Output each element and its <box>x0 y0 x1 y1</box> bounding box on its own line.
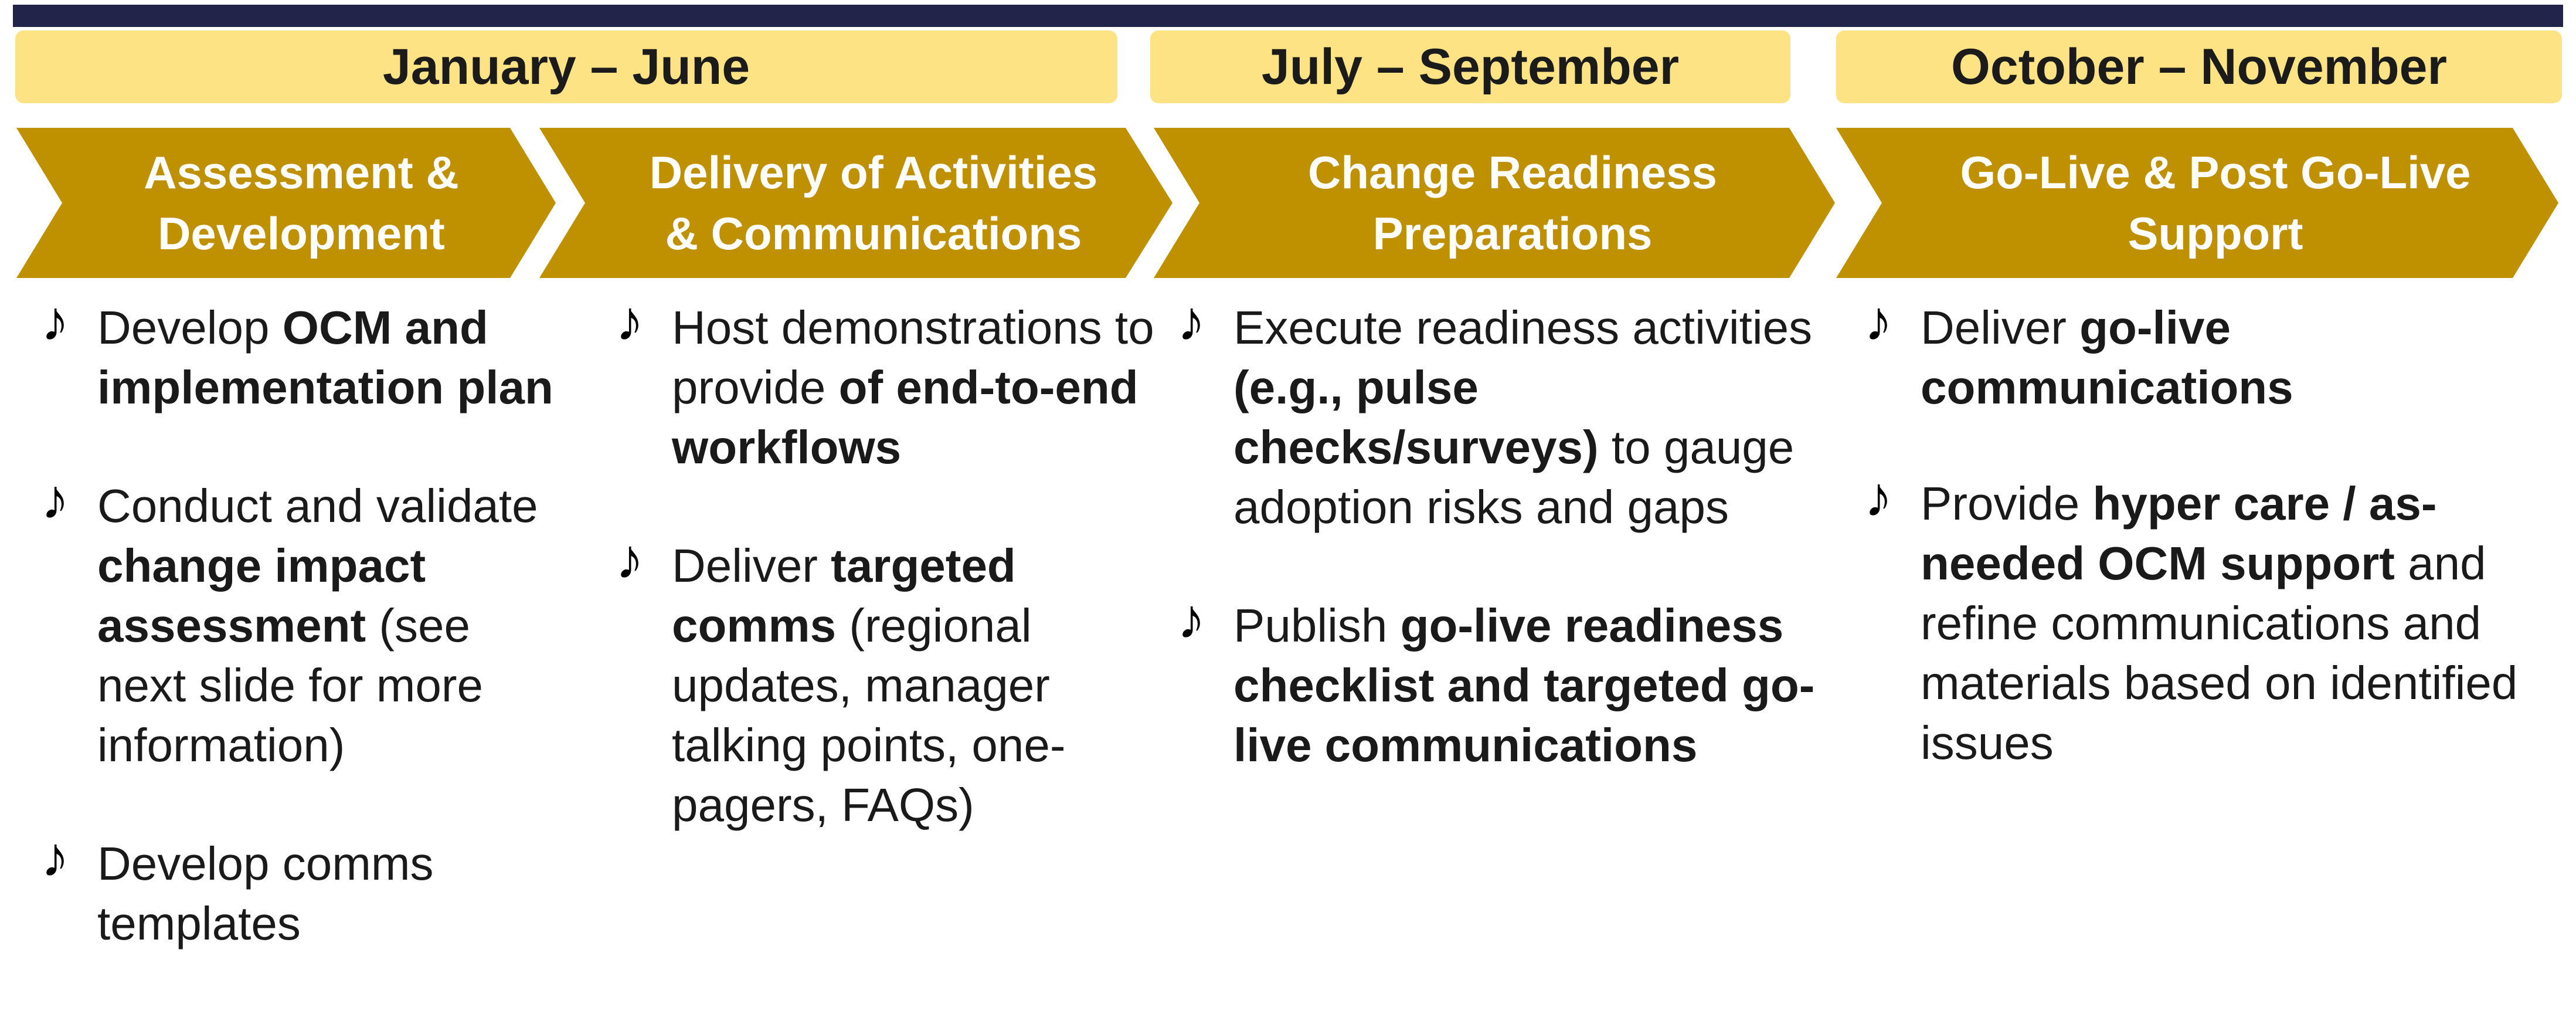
bullet-item: ♪ Develop OCM and implementation plan <box>41 290 569 418</box>
bullet-text: Publish go-live readiness checklist and … <box>1233 599 1814 771</box>
phase-label-assessment-development: Assessment & Development <box>144 147 459 259</box>
bullet-bold-segment: go-live readiness checklist and targeted… <box>1233 599 1815 771</box>
chevron-change-readiness <box>1154 128 1835 278</box>
bullet-item: ♪ Develop comms templates <box>41 826 569 954</box>
chevron-assessment-development <box>16 128 556 278</box>
bullet-item: ♪ Execute readiness activities (e.g., pul… <box>1177 290 1834 537</box>
bullet-text-segment: (regional updates, manager talking point… <box>672 599 1066 831</box>
bullet-text-segment: Develop comms templates <box>97 837 434 949</box>
column-change-readiness: ♪ Execute readiness activities (e.g., pul… <box>1177 290 1834 775</box>
top-rule <box>13 5 2563 27</box>
bullet-text-segment: Publish <box>1233 599 1401 652</box>
bullet-item: ♪ Deliver go-live communications <box>1864 290 2568 418</box>
phase-label-delivery-activities: Delivery of Activities & Communications <box>649 147 1098 259</box>
bullet-bold-segment: OCM and implementation plan <box>97 301 553 413</box>
bullet-bold-segment: (e.g., pulse checks/surveys) <box>1233 361 1599 473</box>
column-assessment-development: ♪ Develop OCM and implementation plan ♪ Con… <box>41 290 569 954</box>
bullet-text: Develop comms templates <box>97 837 434 949</box>
eighth-note-icon: ♪ <box>1864 290 1892 352</box>
bullet-item: ♪ Conduct and validate change impact asse… <box>41 468 569 775</box>
bullet-bold-segment: change impact assessment <box>97 540 426 652</box>
bullet-text-segment: Host demonstrations to provide <box>672 301 1154 413</box>
period-october-november: October – November <box>1836 30 2562 103</box>
phase-label-go-live-support: Go-Live & Post Go-Live Support <box>1960 147 2471 259</box>
bullet-text-segment: and refine communications and materials … <box>1921 537 2518 769</box>
bullet-item: ♪ Host demonstrations to provide of end-t… <box>616 290 1155 477</box>
eighth-note-icon: ♪ <box>41 826 69 888</box>
chevron-delivery-activities <box>539 128 1173 278</box>
bullet-text: Host demonstrations to provide of end-to… <box>672 301 1154 473</box>
bullet-text: Conduct and validate change impact asses… <box>97 480 538 771</box>
bullet-item: ♪ Publish go-live readiness checklist and… <box>1177 588 1834 775</box>
bullet-item: ♪ Deliver targeted comms (regional update… <box>616 528 1155 835</box>
bullet-text: Execute readiness activities (e.g., puls… <box>1233 301 1812 533</box>
column-delivery-activities: ♪ Host demonstrations to provide of end-t… <box>616 290 1155 835</box>
bullet-text: Deliver go-live communications <box>1921 301 2293 413</box>
bullet-bold-segment: hyper care / as-needed OCM support <box>1921 477 2437 589</box>
eighth-note-icon: ♪ <box>1177 290 1205 352</box>
eighth-note-icon: ♪ <box>616 528 644 591</box>
eighth-note-icon: ♪ <box>1177 588 1205 650</box>
bullet-text-segment: Execute readiness activities <box>1233 301 1813 354</box>
eighth-note-icon: ♪ <box>1864 466 1892 528</box>
bullet-bold-segment: targeted comms <box>672 540 1016 652</box>
phase-label-change-readiness: Change Readiness Preparations <box>1308 147 1717 259</box>
chevron-go-live-support <box>1836 128 2558 278</box>
bullet-bold-segment: of end-to-end workflows <box>672 361 1139 473</box>
bullet-bold-segment: go-live communications <box>1921 301 2293 413</box>
bullet-text-segment: Conduct and validate <box>97 480 538 532</box>
bullet-text-segment: Deliver <box>672 540 831 592</box>
eighth-note-icon: ♪ <box>616 290 644 352</box>
period-july-september: July – September <box>1150 30 1790 103</box>
bullet-text-segment: Develop <box>97 301 283 354</box>
eighth-note-icon: ♪ <box>41 290 69 352</box>
eighth-note-icon: ♪ <box>41 468 69 531</box>
bullet-text-segment: to gauge adoption risks and gaps <box>1233 421 1795 533</box>
bullet-text-segment: Provide <box>1921 477 2093 530</box>
bullet-text: Provide hyper care / as-needed OCM suppo… <box>1921 477 2517 769</box>
column-go-live-support: ♪ Deliver go-live communications ♪ Provide … <box>1864 290 2568 773</box>
bullet-text-segment: (see next slide for more information) <box>97 599 484 771</box>
bullet-text-segment: Deliver <box>1921 301 2080 354</box>
bullet-item: ♪ Provide hyper care / as-needed OCM supp… <box>1864 466 2568 773</box>
bullet-text: Deliver targeted comms (regional updates… <box>672 540 1066 831</box>
period-january-june: January – June <box>15 30 1117 103</box>
bullet-text: Develop OCM and implementation plan <box>97 301 553 413</box>
